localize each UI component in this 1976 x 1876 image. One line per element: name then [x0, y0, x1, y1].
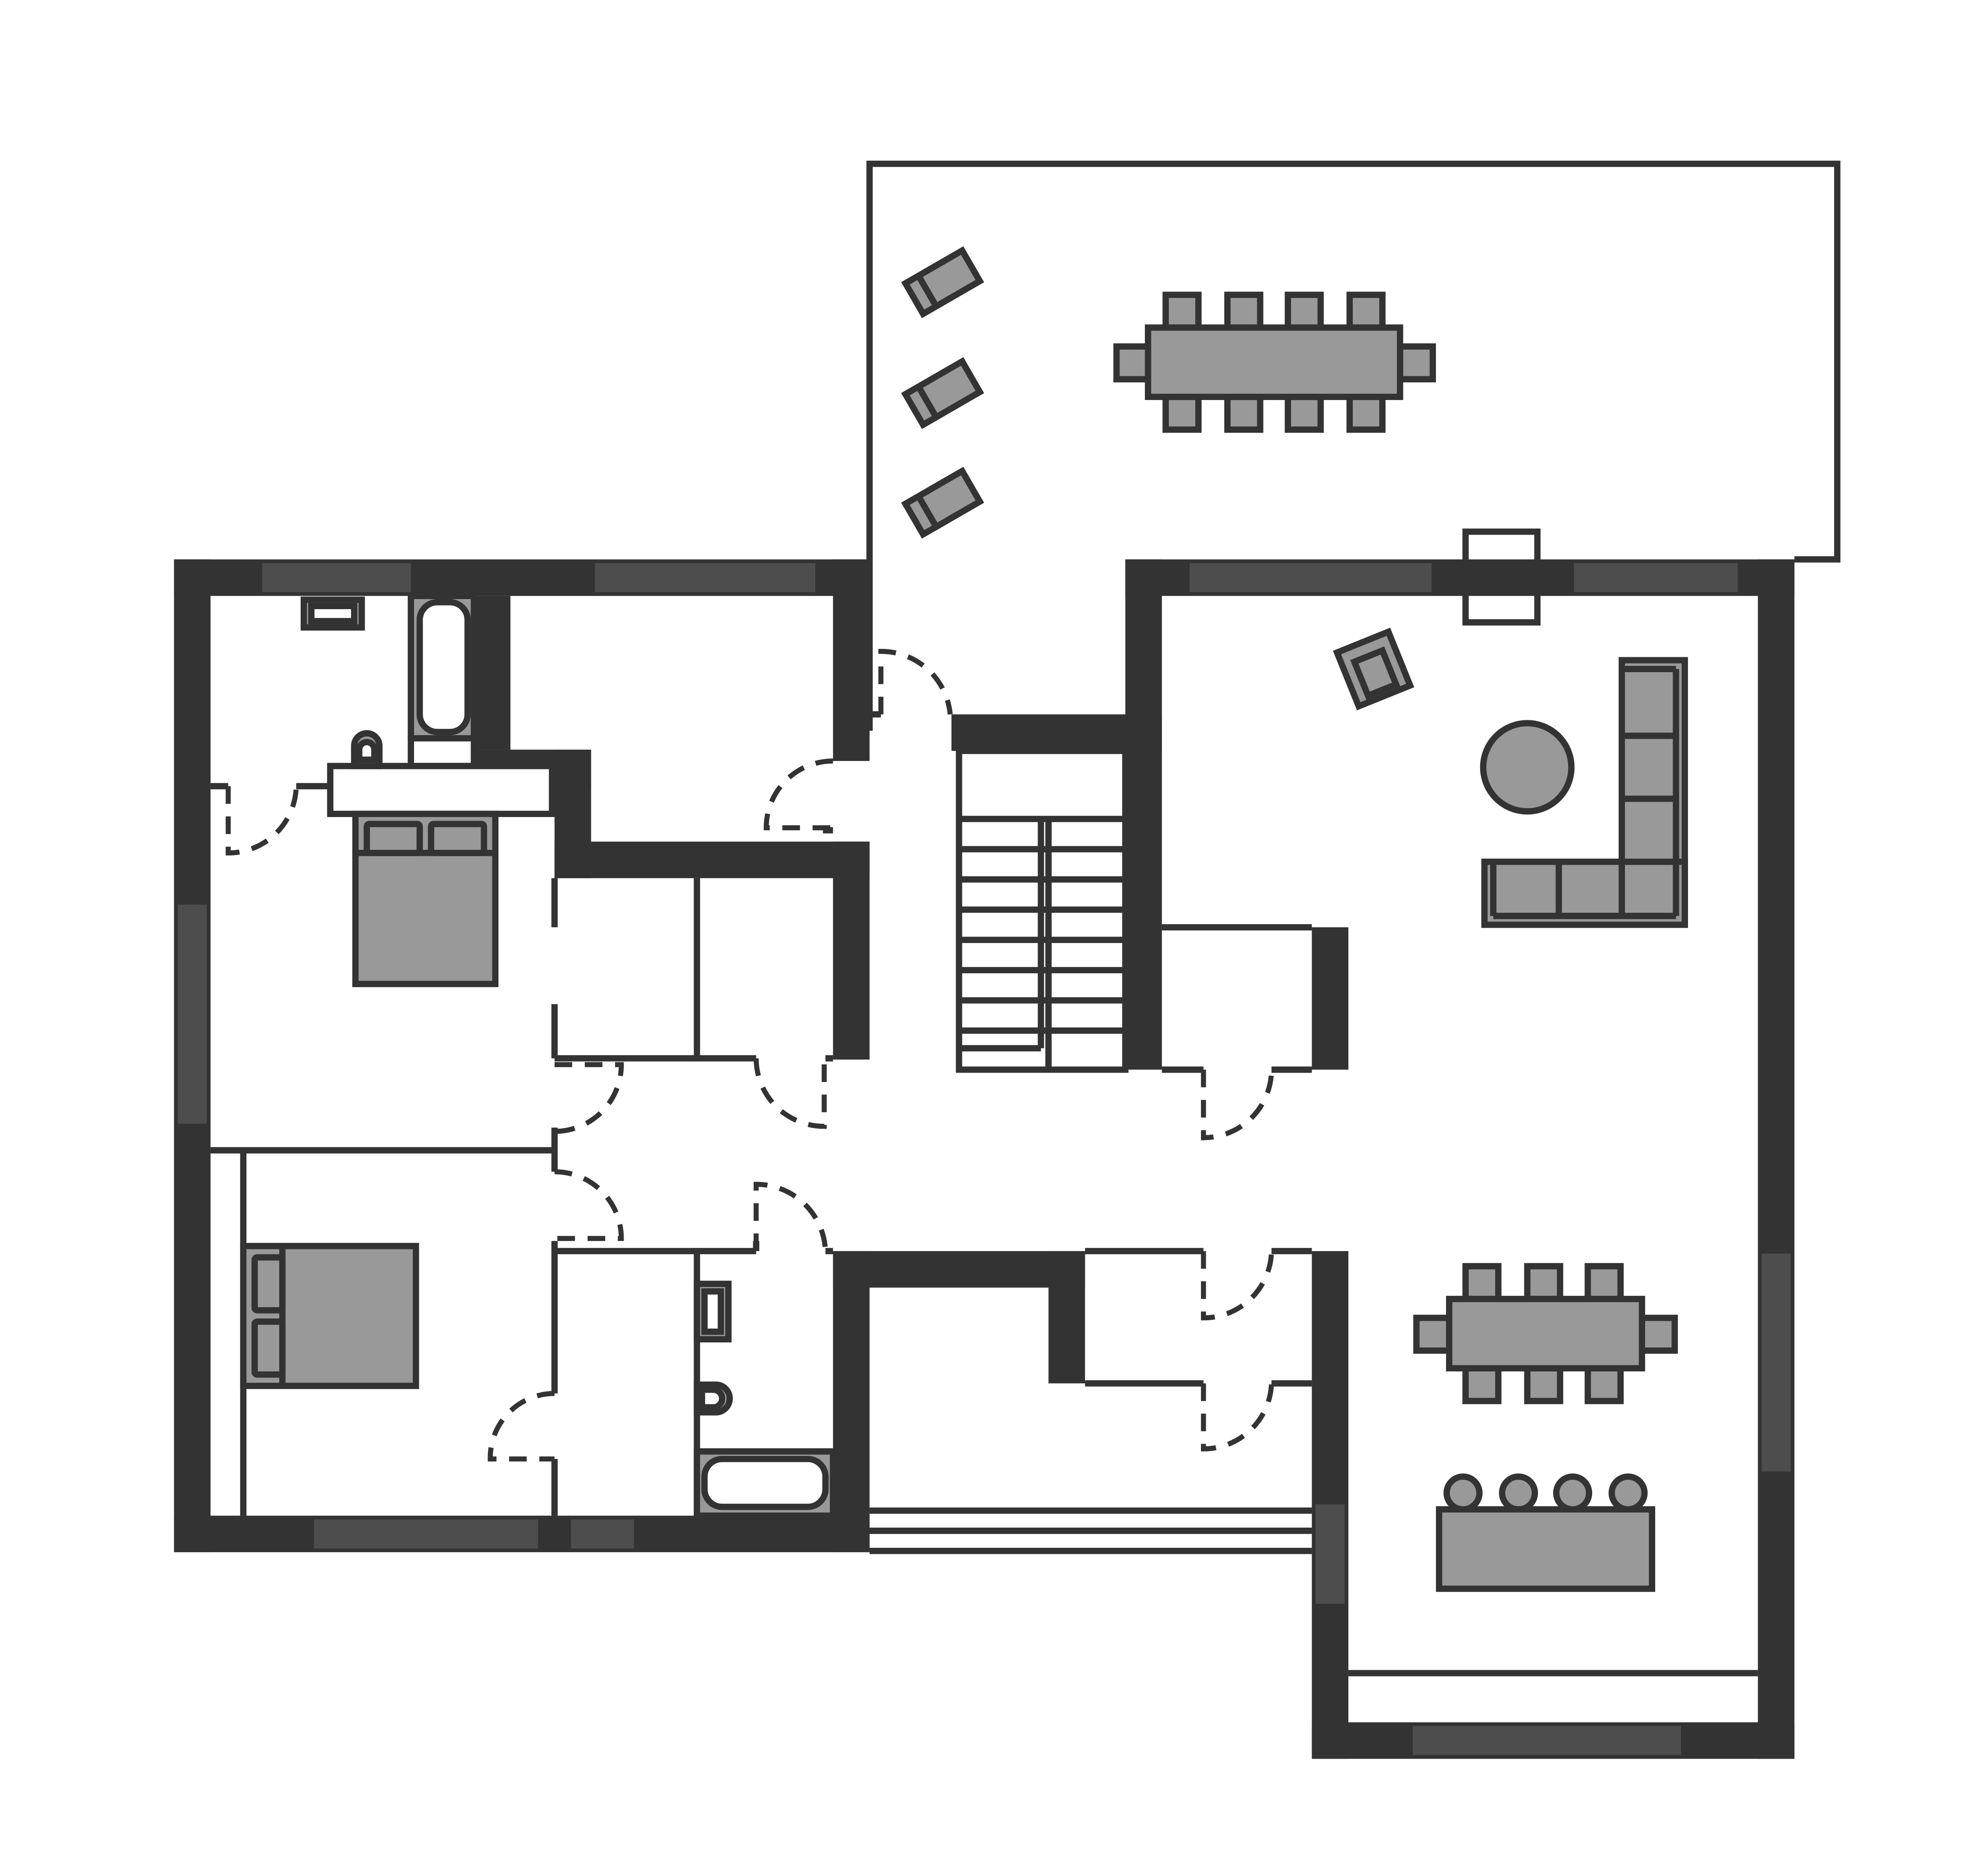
window: [1190, 563, 1432, 593]
window: [178, 905, 207, 1124]
armchair-icon: [1333, 628, 1414, 711]
door-swing: [1201, 1251, 1274, 1321]
terrace-outline: [866, 161, 1841, 731]
window: [1762, 1253, 1791, 1472]
table-icon: [1436, 1506, 1655, 1592]
chair-icon: [1462, 1365, 1502, 1404]
chair-icon: [1113, 343, 1153, 382]
window: [571, 1519, 634, 1549]
window: [1412, 1726, 1681, 1755]
chair-icon: [1584, 1365, 1624, 1404]
chair-icon: [1162, 393, 1202, 433]
bed-icon: [240, 1243, 419, 1389]
living-dining-set: [1413, 1263, 1678, 1404]
windows: [178, 563, 1791, 1755]
terrace-dining-set: [1113, 291, 1436, 433]
window: [1574, 563, 1738, 593]
chair-icon: [1462, 1263, 1502, 1302]
door-swing: [488, 1391, 555, 1462]
lounger-icon: [901, 246, 984, 319]
chair-icon: [1584, 1263, 1624, 1302]
bed-icon: [352, 810, 498, 987]
stool-icon: [1608, 1473, 1648, 1513]
window: [262, 563, 411, 593]
door-swing: [555, 1062, 624, 1134]
lounger-icon: [901, 357, 984, 429]
bathtub-step: [407, 735, 477, 769]
stool-icon: [1553, 1473, 1593, 1513]
chair-icon: [1524, 1263, 1563, 1302]
doors: [225, 649, 1274, 1462]
sun-loungers: [901, 246, 984, 539]
toilet-bowl: [356, 739, 378, 763]
door-swing: [225, 786, 299, 856]
table-icon: [1446, 1296, 1645, 1371]
table-icon: [1144, 324, 1404, 400]
chair-icon: [1162, 291, 1202, 331]
coffee-table: [1480, 720, 1575, 815]
window: [595, 563, 816, 593]
bathroom-1: [300, 593, 555, 817]
staircase-icon: [956, 747, 1129, 1073]
chair-icon: [1346, 393, 1386, 433]
chair-icon: [1524, 1365, 1563, 1404]
sofa-icon: [1481, 657, 1688, 928]
chair-icon: [1639, 1315, 1678, 1354]
sink-basin: [308, 603, 358, 624]
bathtub-basin: [701, 1455, 829, 1510]
sink-basin: [701, 1288, 724, 1335]
stool-icon: [1443, 1473, 1483, 1513]
door-swing: [753, 1182, 828, 1252]
window: [1316, 1504, 1345, 1604]
door-swing: [555, 1169, 624, 1241]
lounger-icon: [901, 466, 984, 539]
interior-walls: [474, 596, 1162, 1384]
bathroom-2: [694, 1280, 836, 1519]
vanity-counter: [327, 763, 555, 817]
window: [314, 1519, 538, 1549]
chair-icon: [1397, 343, 1436, 382]
door-swing: [753, 1058, 827, 1129]
chair-icon: [1413, 1315, 1453, 1354]
chair-icon: [1224, 393, 1264, 433]
kitchen-island: [1436, 1473, 1655, 1592]
door-swing: [878, 649, 953, 715]
door-swing: [1201, 1069, 1274, 1140]
chair-icon: [1285, 393, 1324, 433]
toilet-bowl: [698, 1386, 726, 1411]
bathtub-basin: [416, 599, 471, 735]
chair-icon: [1224, 291, 1264, 331]
living-room: [1333, 628, 1688, 928]
chair-icon: [1285, 291, 1324, 331]
chair-icon: [1346, 291, 1386, 331]
stool-icon: [1499, 1473, 1538, 1513]
door-swing: [764, 758, 833, 831]
door-swing: [1201, 1383, 1274, 1452]
